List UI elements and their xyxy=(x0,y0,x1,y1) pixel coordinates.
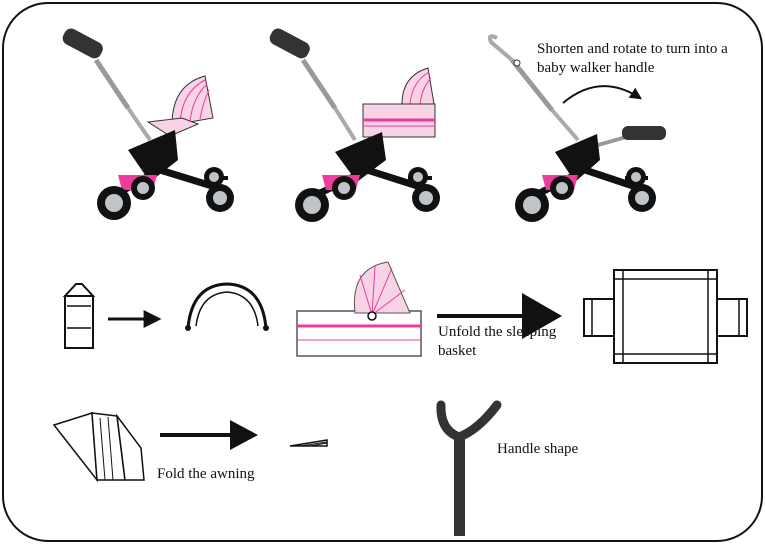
handle-icon xyxy=(436,400,502,536)
unfolded-basket-icon xyxy=(583,269,748,364)
arch-frame-icon xyxy=(185,282,269,331)
stroller-walker-icon xyxy=(487,34,666,222)
folded-awning-icon xyxy=(289,439,328,447)
fold-arrow xyxy=(160,420,258,450)
stroller-with-basket-icon xyxy=(269,28,440,222)
handle-shape-label: Handle shape xyxy=(497,441,579,457)
awning-icon xyxy=(52,411,145,483)
unfold-basket-label: Unfold the sleeping basket xyxy=(438,324,557,359)
folded-part-icon xyxy=(62,283,96,349)
curved-rotate-arrow xyxy=(562,85,643,104)
unfold-arrow xyxy=(437,293,562,339)
sleeping-basket-icon xyxy=(296,261,422,357)
walker-note-label: Shorten and rotate to turn into a baby w… xyxy=(537,41,728,76)
fold-awning-label: Fold the awning xyxy=(157,466,255,482)
stroller-with-seat-icon xyxy=(62,28,234,220)
